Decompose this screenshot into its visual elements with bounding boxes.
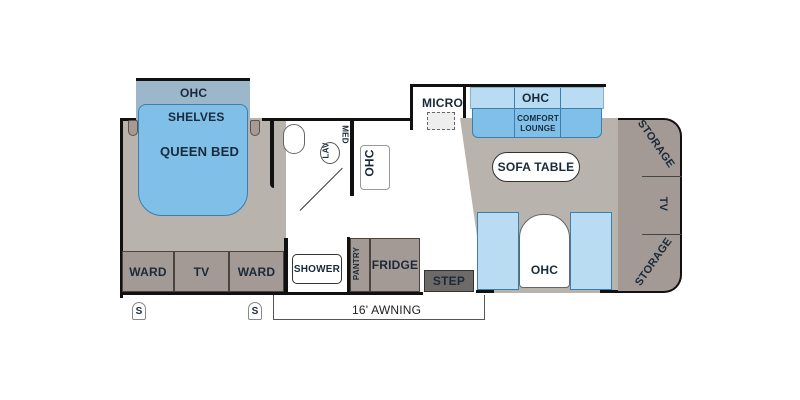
bath-door-swing — [299, 167, 343, 211]
front-cab — [618, 118, 682, 293]
cab-seat-left — [477, 212, 519, 290]
bedroom-ohc-label: OHC — [180, 86, 208, 100]
rear-top-wall — [120, 118, 138, 121]
cab-ohc: OHC — [519, 214, 570, 288]
pantry — [350, 238, 370, 292]
cab-seat-right — [570, 212, 612, 290]
front-divider-bottom — [642, 234, 682, 235]
micro-label: MICRO — [422, 96, 463, 110]
bath-ohc — [360, 145, 390, 190]
bottom-wall-mid — [288, 292, 423, 295]
entry-step: STEP — [424, 270, 474, 292]
cab-wall-left — [476, 290, 494, 293]
bath-wall-top — [262, 118, 462, 121]
nightstand-right — [250, 120, 260, 136]
front-divider-top — [642, 176, 682, 177]
med-label: MED — [340, 125, 350, 144]
living-top-wall — [466, 84, 606, 87]
bath-center-wall — [350, 118, 354, 196]
bedroom-divider-wall — [284, 238, 288, 295]
queen-bed — [138, 104, 248, 216]
cab-wall-right — [600, 290, 618, 293]
bottom-wall-left — [120, 292, 290, 295]
rear-wall — [120, 118, 123, 298]
pantry-left-wall — [347, 237, 350, 295]
slide-marker-1: S — [132, 302, 146, 320]
nightstand-left — [128, 120, 138, 136]
shelves-label: SHELVES — [168, 110, 225, 124]
awning-label: 16' AWNING — [352, 303, 422, 317]
bath-left-wall — [270, 118, 274, 188]
lav-sink — [320, 142, 340, 164]
slide-marker-2: S — [248, 302, 262, 320]
ward-right: WARD — [229, 251, 284, 292]
comfort-lounge-label: COMFORT LOUNGE — [517, 114, 559, 133]
stove-icon — [427, 112, 455, 130]
lav-label: LAV — [321, 142, 331, 159]
front-tv-label: TV — [657, 196, 670, 212]
living-ohc-label: OHC — [522, 91, 550, 105]
bath-ohc-label: OHC — [362, 149, 377, 177]
fridge: FRIDGE — [370, 238, 420, 292]
bedroom-tv-cabinet: TV — [174, 251, 229, 292]
ward-left: WARD — [122, 251, 174, 292]
pantry-label: PANTRY — [352, 246, 362, 281]
shower: SHOWER — [292, 254, 342, 284]
toilet-icon — [283, 124, 305, 154]
lounge-seam-left — [514, 88, 515, 138]
queen-bed-label: QUEEN BED — [160, 144, 240, 159]
lounge-seam-right — [560, 88, 561, 138]
sofa-table: SOFA TABLE — [492, 152, 580, 182]
awning-outline — [273, 295, 485, 320]
comfort-lounge — [472, 108, 602, 138]
